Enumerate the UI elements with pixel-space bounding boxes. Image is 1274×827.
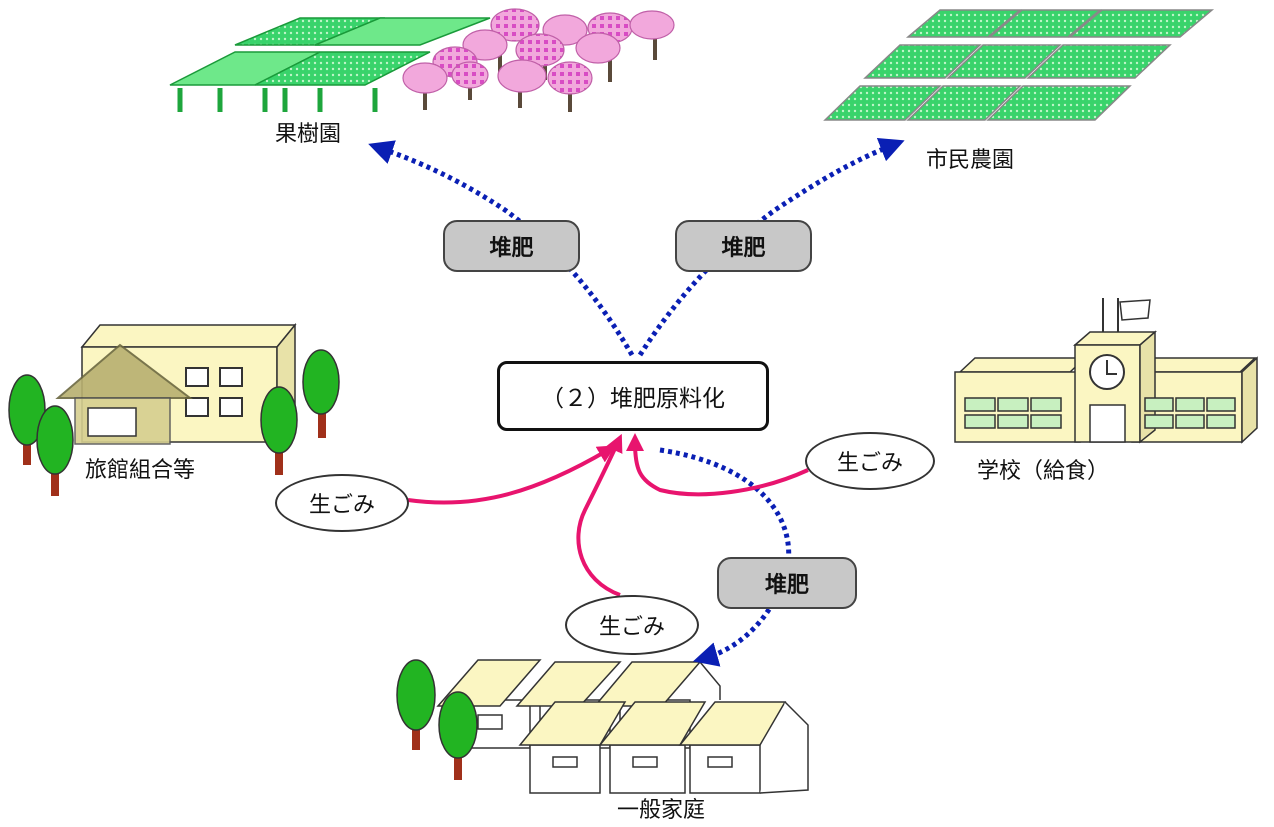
inn-union-label: 旅館組合等 bbox=[85, 458, 196, 483]
food-waste-bubble-school: 生ごみ bbox=[805, 432, 935, 490]
inn-icon bbox=[55, 322, 297, 445]
food-waste-bubble-inn: 生ごみ bbox=[275, 474, 409, 532]
allotment-icon bbox=[823, 9, 1215, 121]
orchard-icon bbox=[169, 8, 675, 112]
compost-arrow-households bbox=[659, 447, 792, 667]
houses-icon bbox=[436, 659, 809, 794]
compost-badge-households: 堆肥 bbox=[717, 557, 857, 609]
compost-arrows bbox=[368, 137, 905, 667]
food-waste-bubble-households: 生ごみ bbox=[565, 595, 699, 655]
compost-arrow-orchard bbox=[368, 140, 635, 357]
school-label: 学校（給食） bbox=[977, 459, 1110, 484]
food-waste-arrow-households bbox=[576, 433, 623, 597]
tree-icon bbox=[8, 349, 340, 496]
compost-badge-orchard: 堆肥 bbox=[443, 220, 580, 272]
allotment-label: 市民農園 bbox=[926, 148, 1015, 173]
orchard-label: 果樹園 bbox=[275, 122, 342, 147]
compost-badge-allotment: 堆肥 bbox=[675, 220, 812, 272]
food-waste-arrow-inn bbox=[407, 445, 616, 505]
compost-raw-material-node: （２）堆肥原料化 bbox=[497, 361, 769, 431]
compost-arrow-allotment bbox=[637, 137, 905, 357]
school-icon bbox=[954, 298, 1258, 444]
food-waste-arrow-school bbox=[626, 433, 809, 497]
tree-icon bbox=[396, 659, 478, 780]
food-waste-arrows bbox=[407, 433, 809, 597]
households-label: 一般家庭 bbox=[617, 798, 706, 823]
